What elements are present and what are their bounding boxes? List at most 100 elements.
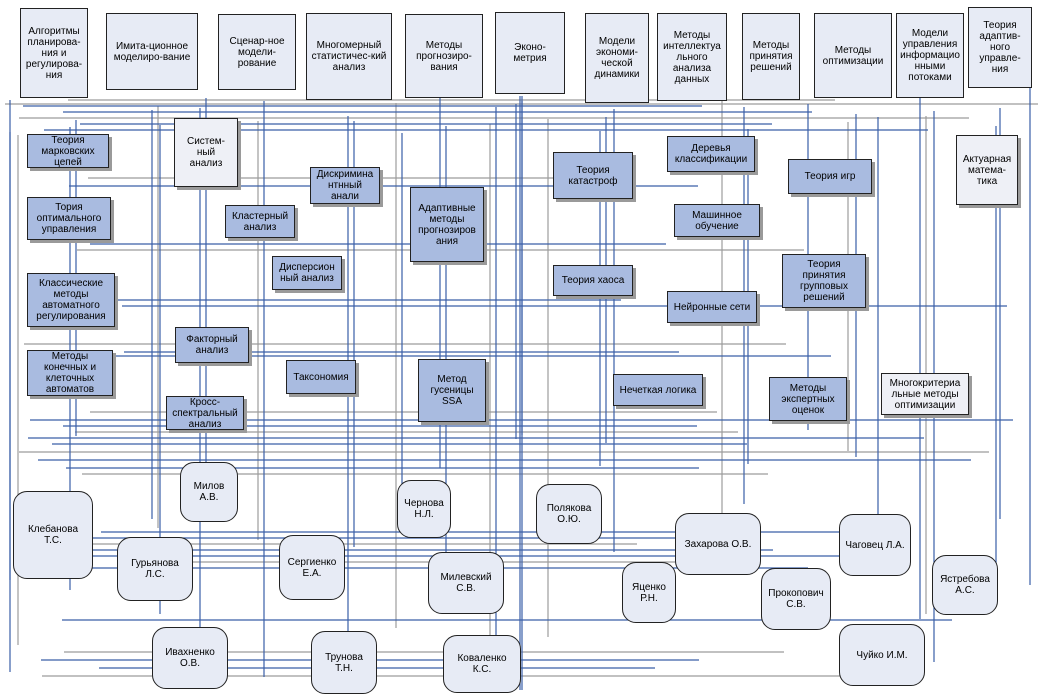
person-polyakova: Полякова О.Ю. [536,484,602,544]
person-label: Милов А.В. [193,481,225,503]
discipline-label: Методы оптимизации [822,44,884,67]
person-guryanova: Гурьянова Л.С. [117,537,193,601]
method-label: Актуарная матема- тика [962,153,1012,187]
discipline-information-flow-models: Модели управления информацио нными поток… [896,13,964,98]
discipline-label: Модели управления информацио нными поток… [900,28,960,83]
method-cluster-analysis: Кластерный анализ [225,205,295,238]
person-label: Сергиенко Е.А. [287,556,337,579]
discipline-label: Методы принятия решений [749,40,793,73]
method-markov-chains: Теория марковских цепей [27,134,109,168]
person-zakharova: Захарова О.В. [675,513,761,575]
method-label: Машинное обучение [692,209,742,232]
discipline-label: Методы прогнозиро- вания [416,39,472,73]
person-yastrebova: Ястребова А.С. [932,555,998,615]
discipline-forecasting-methods: Методы прогнозиро- вания [405,14,483,98]
person-label: Трунова Т.Н. [325,651,363,674]
method-label: Теория игр [804,171,856,182]
person-label: Клебанова Т.С. [27,524,78,546]
method-machine-learning: Машинное обучение [674,204,760,237]
method-factor-analysis: Факторный анализ [175,327,249,363]
method-label: Теория принятия групповых решений [800,259,848,303]
discipline-optimization-methods: Методы оптимизации [814,13,892,98]
person-milov: Милов А.В. [180,462,238,522]
person-chernova: Чернова Н.Л. [397,480,451,538]
method-fuzzy-logic: Нечеткая логика [613,374,703,406]
discipline-data-mining-methods: Методы интеллектуа льного анализа данных [657,13,727,101]
method-dispersion-analysis: Дисперсион ный анализ [272,256,342,290]
method-label: Методы конечных и клеточных автоматов [43,351,97,395]
person-kovalenko: Коваленко К.С. [443,635,521,693]
discipline-label: Алгоритмы планирова- ния и регулирова- н… [25,25,83,81]
method-automata: Методы конечных и клеточных автоматов [27,350,113,396]
method-adaptive-forecasting: Адаптивные методы прогнозиров ания [410,187,484,262]
person-label: Захарова О.В. [684,538,752,550]
method-classic-control: Классические методы автоматного регулиро… [27,273,115,327]
method-label: Теория катастроф [568,164,618,187]
discipline-label: Модели экономи- ческой динамики [594,36,640,80]
person-chuyko: Чуйко И.М. [839,624,925,686]
method-label: Дисперсион ный анализ [279,262,335,284]
discipline-multivariate-statistics: Многомерный статистичес-кий анализ [306,13,392,100]
person-label: Ястребова А.С. [940,574,990,596]
method-label: Нейронные сети [673,301,751,313]
method-cross-spectral-analysis: Кросс- спектральный анализ [166,396,244,430]
person-prokopovich: Прокопович С.В. [761,568,831,630]
discipline-label: Многомерный статистичес-кий анализ [311,40,387,73]
person-ivakhnenko: Ивахненко О.В. [152,627,228,689]
method-expert-evaluation: Методы экспертных оценок [769,377,847,421]
method-catastrophe-theory: Теория катастроф [553,152,633,199]
method-label: Классические методы автоматного регулиро… [36,278,106,322]
method-label: Адаптивные методы прогнозиров ания [418,202,476,247]
method-label: Кросс- спектральный анализ [172,396,238,430]
method-label: Метод гусеницы SSA [430,374,474,407]
discipline-econometrics: Эконо- метрия [495,12,565,94]
method-label: Теория марковских цепей [41,134,95,168]
method-label: Деревья классификации [674,143,748,165]
person-label: Чаговец Л.А. [845,539,905,551]
person-label: Прокопович С.В. [768,588,824,610]
method-optimal-control: Тория оптимального управления [27,197,111,240]
person-klebanova: Клебанова Т.С. [13,491,93,579]
method-chaos-theory: Теория хаоса [553,265,633,296]
person-label: Милевский С.В. [440,572,492,594]
method-label: Таксономия [293,371,349,383]
method-label: Дискримина нтнный анали [316,169,374,202]
discipline-label: Сценар-ное модели- рование [229,35,285,69]
person-yatsenko: Яценко Р.Н. [622,562,676,623]
discipline-label: Эконо- метрия [513,42,547,64]
person-chagovets: Чаговец Л.А. [839,514,911,576]
discipline-label: Имита-ционное моделиро-вание [113,40,191,63]
discipline-planning-algorithms: Алгоритмы планирова- ния и регулирова- н… [20,8,88,98]
method-discriminant-analysis: Дискримина нтнный анали [310,167,380,204]
person-milevsky: Милевский С.В. [428,552,504,614]
method-game-theory: Теория игр [788,159,872,194]
person-label: Чуйко И.М. [856,649,908,661]
method-actuarial-mathematics: Актуарная матема- тика [956,135,1018,205]
method-ssa-caterpillar: Метод гусеницы SSA [418,359,486,422]
method-classification-trees: Деревья классификации [667,136,755,172]
discipline-adaptive-control-theory: Теория адаптив- ного управле- ния [968,7,1032,88]
person-label: Ивахненко О.В. [165,647,215,669]
discipline-economic-dynamics-models: Модели экономи- ческой динамики [585,13,649,103]
person-label: Яценко Р.Н. [632,581,666,604]
method-neural-networks: Нейронные сети [667,291,757,323]
method-multicriteria-optimization: Многокритериа льные методы оптимизации [881,373,969,415]
method-taxonomy: Таксономия [286,360,356,394]
method-label: Нечеткая логика [619,384,697,396]
method-system-analysis: Систем- ный анализ [174,118,238,187]
discipline-scenario-modeling: Сценар-ное модели- рование [218,14,296,90]
method-group-decision-theory: Теория принятия групповых решений [782,254,866,308]
person-sergienko: Сергиенко Е.А. [279,535,345,600]
discipline-simulation-modeling: Имита-ционное моделиро-вание [106,13,198,90]
discipline-label: Теория адаптив- ного управле- ния [979,20,1021,75]
method-label: Факторный анализ [186,334,238,356]
discipline-label: Методы интеллектуа льного анализа данных [663,29,721,85]
person-label: Гурьянова Л.С. [131,558,179,580]
method-label: Систем- ный анализ [186,136,226,169]
method-label: Тория оптимального управления [36,202,102,235]
method-label: Теория хаоса [561,275,625,286]
discipline-decision-methods: Методы принятия решений [742,13,800,100]
method-label: Многокритериа льные методы оптимизации [889,377,961,411]
person-label: Коваленко К.С. [457,653,507,675]
method-label: Методы экспертных оценок [781,382,835,416]
